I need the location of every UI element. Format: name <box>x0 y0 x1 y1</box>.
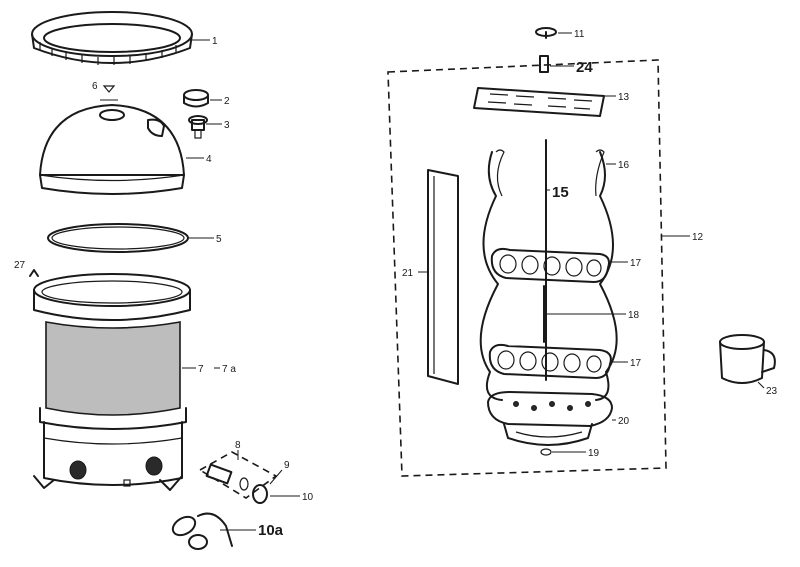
callout-1: 1 <box>212 36 218 47</box>
tank-o-ring <box>47 223 189 253</box>
callout-17-lower: 17 <box>630 358 642 369</box>
callout-19: 19 <box>588 448 600 459</box>
callout-9: 9 <box>284 460 290 471</box>
callout-23: 23 <box>766 386 778 397</box>
cartridge-assembly-outline <box>387 59 667 477</box>
callout-8: 8 <box>235 440 241 451</box>
callout-15: 15 <box>552 184 569 201</box>
callout-12: 12 <box>692 232 704 243</box>
callout-4: 4 <box>206 154 212 165</box>
callout-20: 20 <box>618 416 630 427</box>
callout-27: 27 <box>14 260 26 271</box>
callout-17-upper: 17 <box>630 258 642 269</box>
callout-10: 10 <box>302 492 314 503</box>
top-knob <box>535 27 557 39</box>
air-relief-cap <box>183 89 209 108</box>
filter-lid <box>39 104 185 195</box>
callout-10a: 10a <box>258 522 284 539</box>
callout-24: 24 <box>576 59 593 76</box>
lock-ring <box>31 11 193 65</box>
small-clip <box>29 269 39 277</box>
lower-spreader <box>488 343 612 379</box>
callout-16: 16 <box>618 160 630 171</box>
air-relief-valve <box>188 115 208 139</box>
callout-11: 11 <box>574 29 585 40</box>
callout-7a: 7 a <box>222 364 236 375</box>
callout-2: 2 <box>224 96 230 107</box>
callout-7: 7 <box>198 364 204 375</box>
callout-5: 5 <box>216 234 222 245</box>
callout-13: 13 <box>618 92 630 103</box>
measuring-cup <box>719 334 776 384</box>
vent-o-ring <box>100 85 118 101</box>
callout-21: 21 <box>402 268 414 279</box>
callout-3: 3 <box>224 120 230 131</box>
callout-18: 18 <box>628 310 640 321</box>
grid-frame <box>479 149 618 401</box>
fitting-kit-outline <box>198 451 278 499</box>
bottom-manifold <box>487 391 613 446</box>
top-manifold <box>473 87 605 117</box>
base-o-ring <box>540 448 552 456</box>
grid-strip <box>427 169 459 385</box>
center-pin <box>539 55 549 73</box>
drain-plug-assembly <box>171 512 233 550</box>
union-fitting <box>205 463 268 504</box>
callout-6: 6 <box>92 81 98 92</box>
tank-body <box>33 273 191 491</box>
upper-spreader <box>490 247 610 283</box>
